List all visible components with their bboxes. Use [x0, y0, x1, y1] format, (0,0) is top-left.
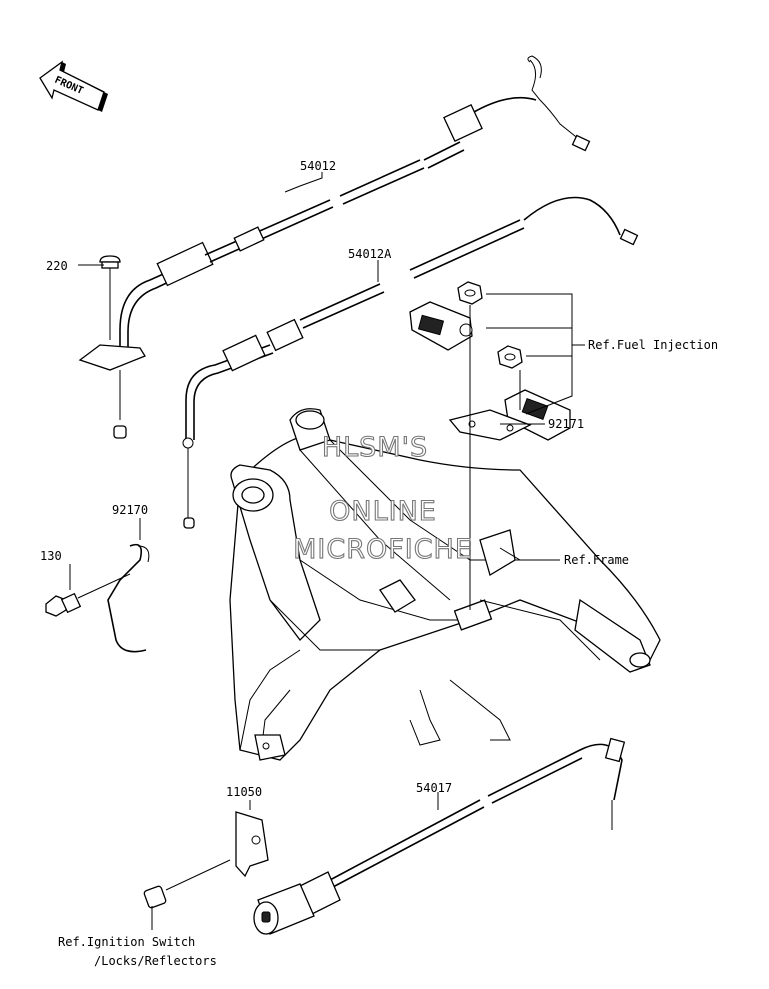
label-ref-fuel-injection: Ref.Fuel Injection: [588, 338, 718, 352]
bolt-130: [45, 573, 131, 617]
throttle-cable-54012: [119, 55, 591, 360]
bolt-220: [78, 255, 146, 439]
frame-drawing: [229, 408, 661, 761]
label-11050: 11050: [226, 785, 262, 799]
front-arrow: FRONT: [39, 60, 108, 112]
watermark: HLSM'S ONLINE MICROFICHE: [293, 431, 473, 565]
nut-lower: [497, 345, 523, 369]
clip-92170: [107, 543, 150, 653]
label-ref-locks-reflectors: /Locks/Reflectors: [94, 954, 217, 968]
watermark-line3: MICROFICHE: [293, 534, 473, 565]
label-54012A: 54012A: [348, 247, 392, 261]
screw-ignition: [143, 859, 231, 909]
throttle-cable-54012A: [182, 196, 639, 529]
leader-lines: [69, 172, 585, 930]
label-92171: 92171: [548, 417, 584, 431]
choke-cable-54017: [253, 737, 626, 935]
label-54012: 54012: [300, 159, 336, 173]
label-ref-frame: Ref.Frame: [564, 553, 629, 567]
nut-upper: [457, 281, 483, 305]
bracket-11050: [235, 811, 269, 878]
label-ref-ignition-switch: Ref.Ignition Switch: [58, 935, 195, 949]
label-54017: 54017: [416, 781, 452, 795]
label-130: 130: [40, 549, 62, 563]
label-220: 220: [46, 259, 68, 273]
watermark-line1: HLSM'S: [322, 432, 428, 463]
bracket-92171: [448, 305, 532, 610]
label-92170: 92170: [112, 503, 148, 517]
fuel-injection-sensor-upper: [409, 301, 473, 351]
watermark-line2: ONLINE: [329, 496, 437, 527]
